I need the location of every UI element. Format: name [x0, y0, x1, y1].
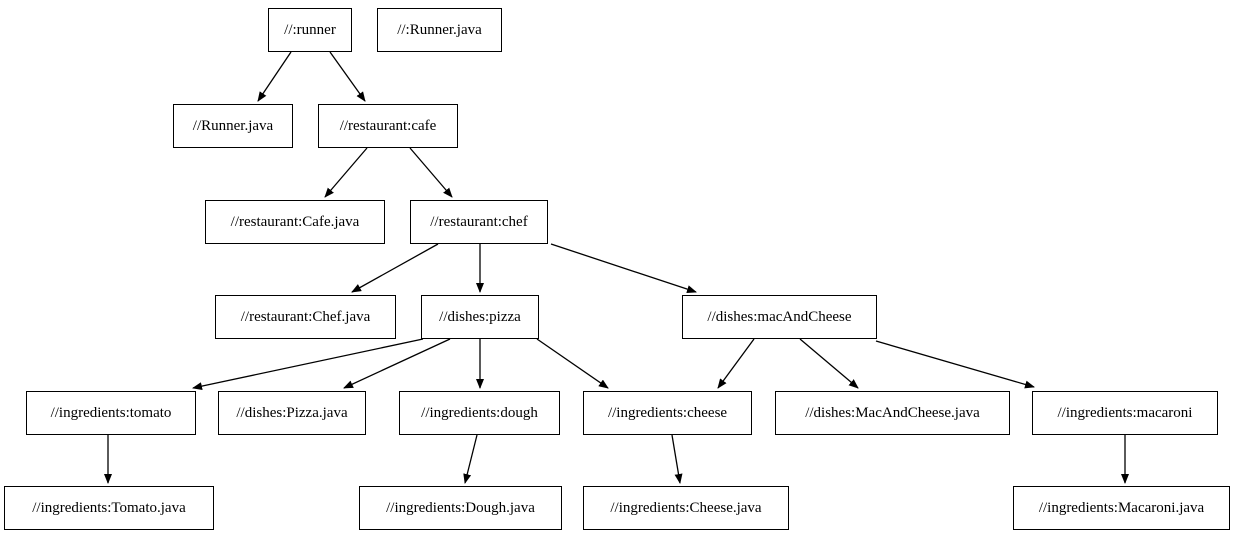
- graph-edge-cafe-to-chef: [409, 147, 453, 198]
- graph-edge-pizza-to-tomato: [192, 338, 424, 391]
- graph-node-cheese-java: //ingredients:Cheese.java: [583, 486, 789, 530]
- graph-node-mac-and-cheese: //dishes:macAndCheese: [682, 295, 877, 339]
- graph-node-mac-and-cheese-java: //dishes:MacAndCheese.java: [775, 391, 1010, 435]
- graph-edge-mac-and-cheese-to-mac-and-cheese-java: [799, 338, 859, 389]
- graph-node-macaroni-java: //ingredients:Macaroni.java: [1013, 486, 1230, 530]
- graph-edge-runner-to-cafe: [329, 51, 366, 102]
- graph-node-runner: //:runner: [268, 8, 352, 52]
- graph-node-tomato-java: //ingredients:Tomato.java: [4, 486, 214, 530]
- graph-edge-mac-and-cheese-to-macaroni: [875, 340, 1035, 389]
- graph-edge-chef-to-mac-and-cheese: [550, 243, 697, 293]
- graph-node-runner-java: //Runner.java: [173, 104, 293, 148]
- graph-edge-chef-to-chef-java: [351, 243, 439, 293]
- graph-node-cheese: //ingredients:cheese: [583, 391, 752, 435]
- graph-node-dough-java: //ingredients:Dough.java: [359, 486, 562, 530]
- graph-node-tomato: //ingredients:tomato: [26, 391, 196, 435]
- graph-node-cafe-java: //restaurant:Cafe.java: [205, 200, 385, 244]
- graph-edge-cheese-to-cheese-java: [671, 434, 683, 484]
- graph-edge-mac-and-cheese-to-cheese: [717, 338, 755, 389]
- graph-node-chef-java: //restaurant:Chef.java: [215, 295, 396, 339]
- graph-edge-cafe-to-cafe-java: [324, 147, 368, 198]
- graph-node-chef: //restaurant:chef: [410, 200, 548, 244]
- graph-node-cafe: //restaurant:cafe: [318, 104, 458, 148]
- graph-node-root-runner-java: //:Runner.java: [377, 8, 502, 52]
- graph-node-macaroni: //ingredients:macaroni: [1032, 391, 1218, 435]
- graph-edge-dough-to-dough-java: [463, 434, 478, 484]
- graph-edge-pizza-to-pizza-java: [343, 338, 451, 389]
- graph-node-pizza: //dishes:pizza: [421, 295, 539, 339]
- graph-node-dough: //ingredients:dough: [399, 391, 560, 435]
- graph-edge-runner-to-runner-java: [257, 51, 292, 102]
- graph-node-pizza-java: //dishes:Pizza.java: [218, 391, 366, 435]
- graph-edge-pizza-to-cheese: [536, 338, 609, 389]
